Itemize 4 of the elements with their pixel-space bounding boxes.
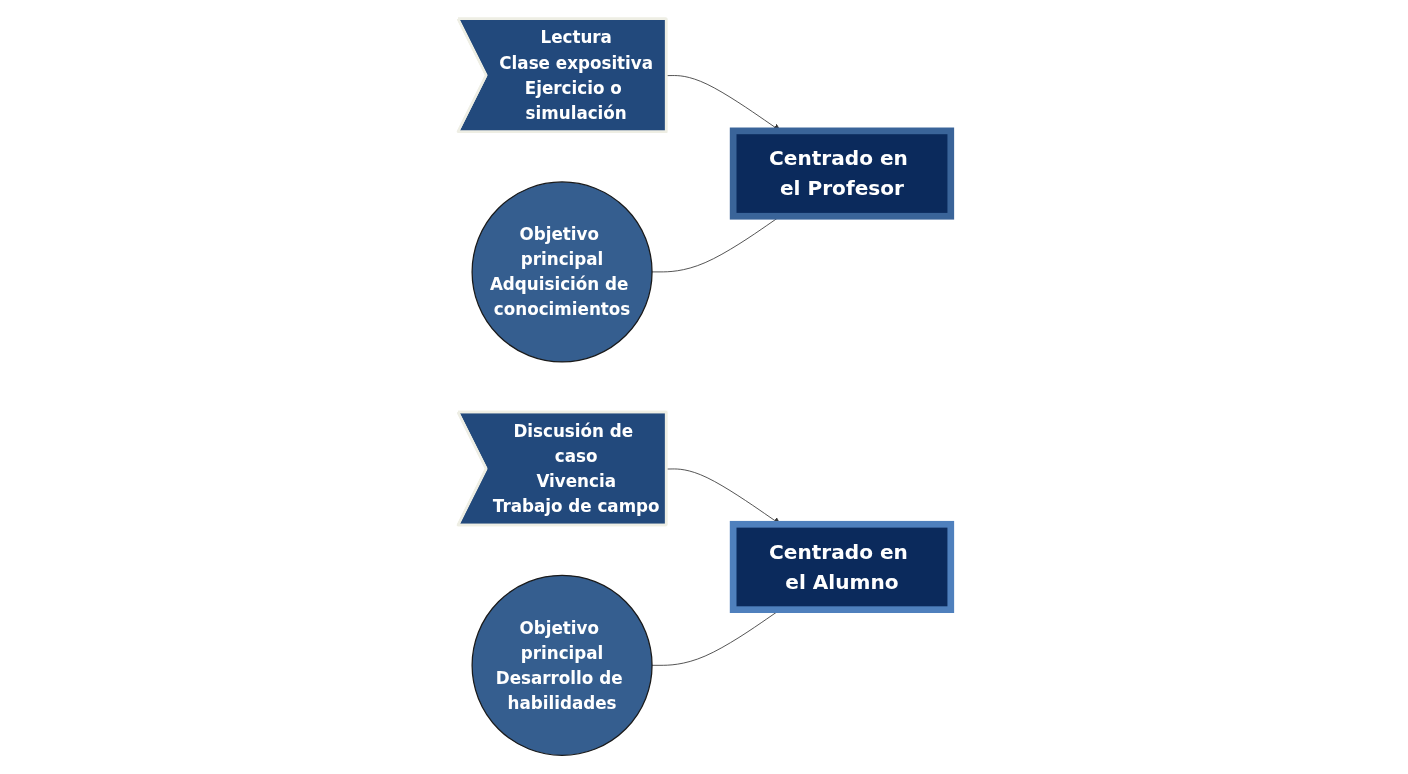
node-box: Centrado en el Profesor [729, 127, 954, 220]
node-circle: Objetivo principal Adquisición de conocimientos [471, 181, 653, 363]
node-circle: Objetivo principal Desarrollo de habilidades [471, 574, 653, 756]
node-box: Centrado en el Alumno [729, 520, 954, 613]
